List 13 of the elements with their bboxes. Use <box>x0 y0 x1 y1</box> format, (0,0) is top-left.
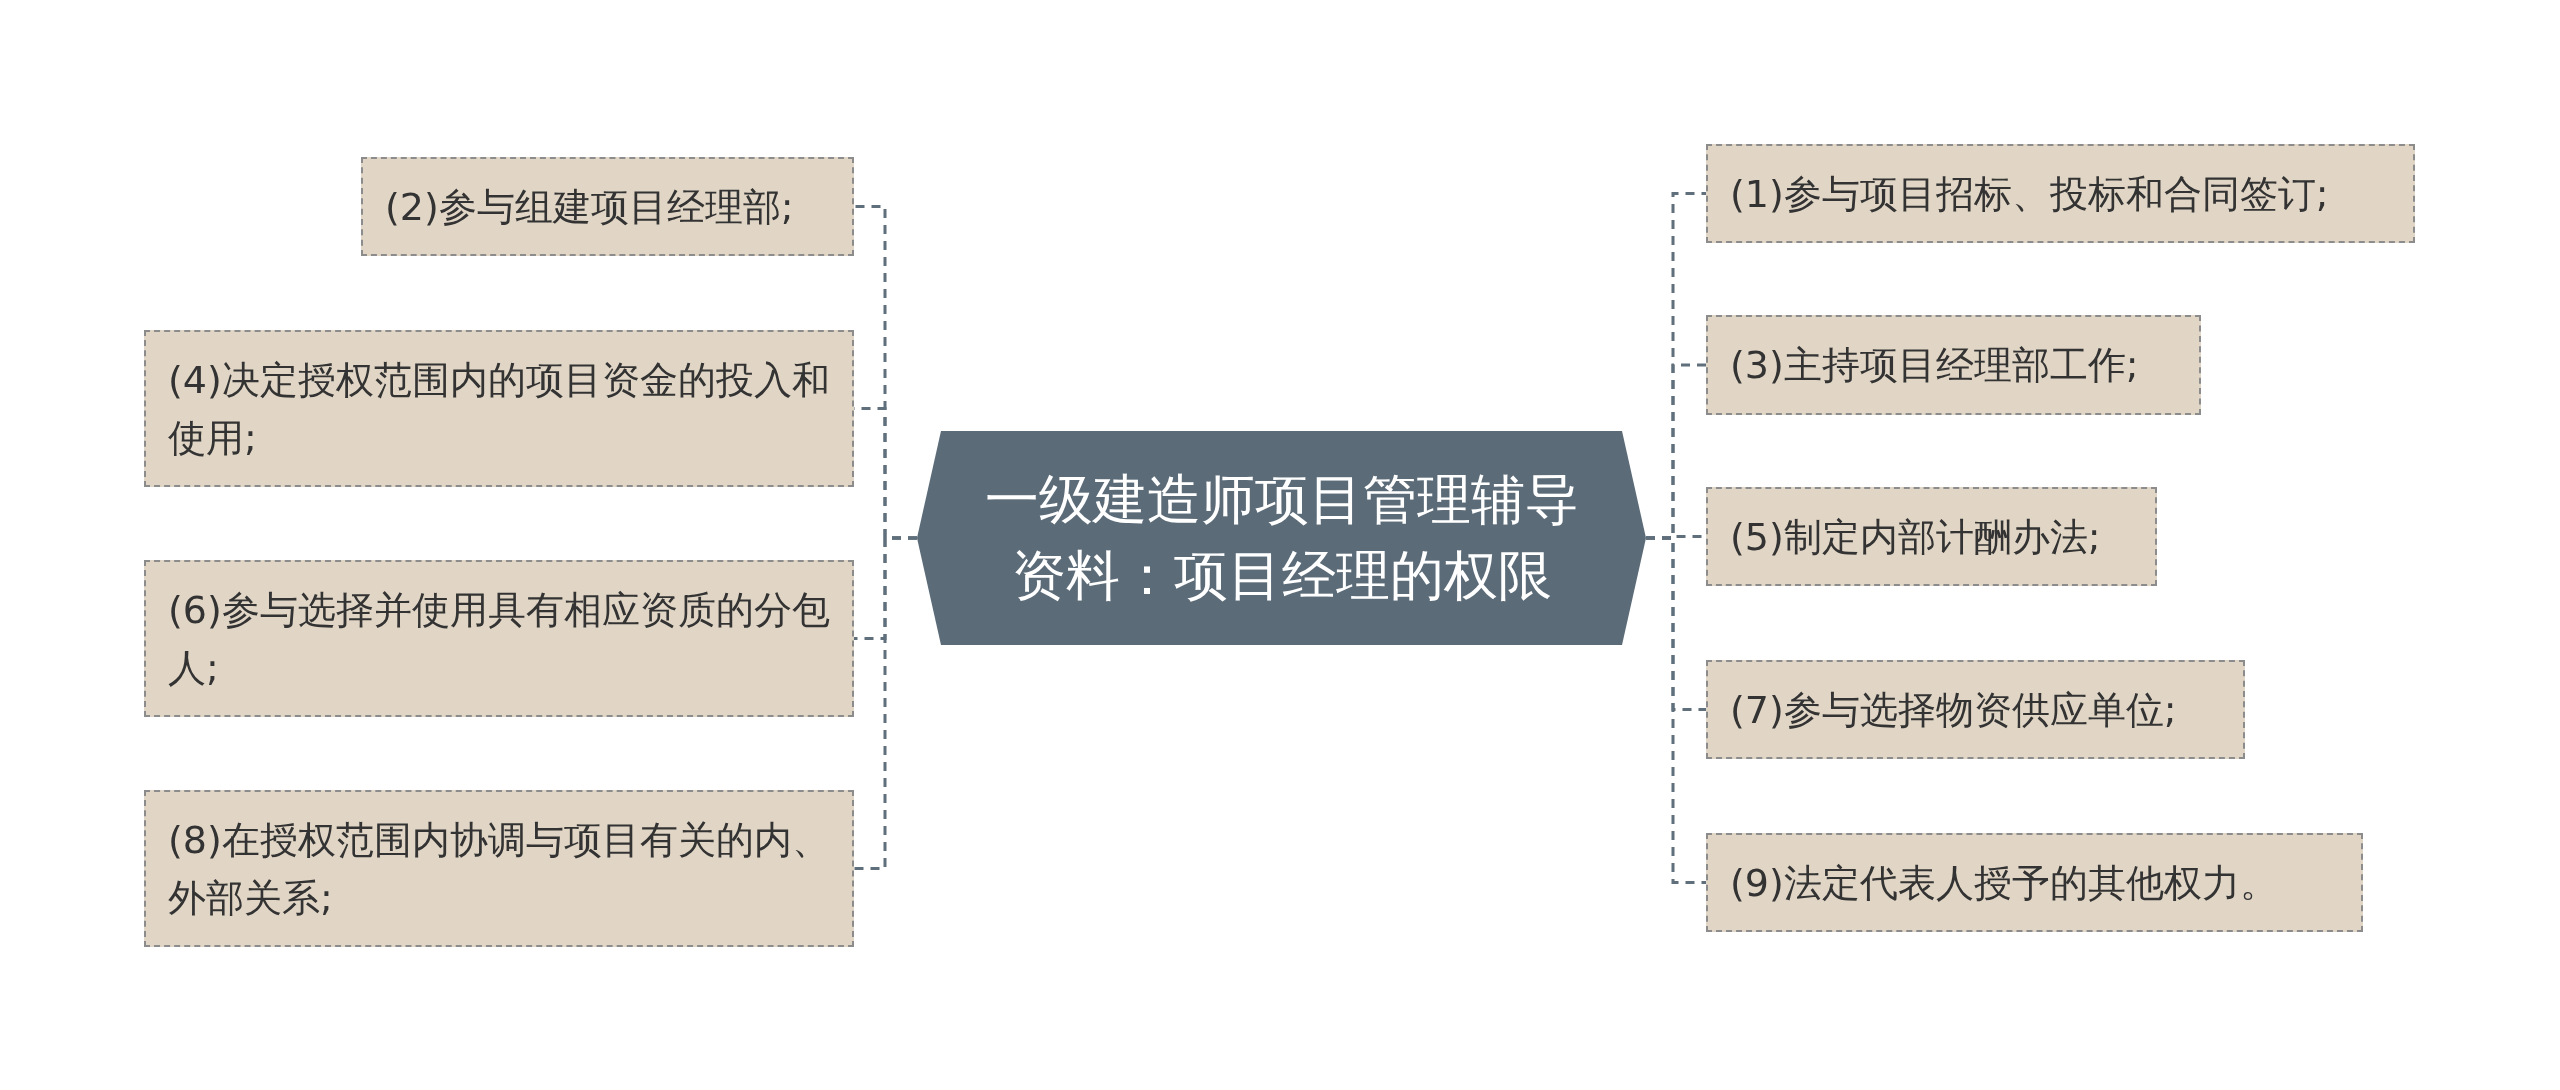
topic-box: (2)参与组建项目经理部; <box>361 157 854 256</box>
topic-box: (9)法定代表人授予的其他权力。 <box>1706 833 2363 932</box>
connector-line <box>854 536 917 870</box>
topic-box: (5)制定内部计酬办法; <box>1706 487 2157 586</box>
topic-box: (6)参与选择并使用具有相应资质的分包人; <box>144 560 854 717</box>
central-topic-hexagon <box>917 431 1646 645</box>
topic-title: 一级建造师项目管理辅导资料：项目经理的权限 <box>983 467 1580 609</box>
topic-box: (8)在授权范围内协调与项目有关的内、外部关系; <box>144 790 854 947</box>
topic-box: (4)决定授权范围内的项目资金的投入和使用; <box>144 330 854 487</box>
topic-box: (7)参与选择物资供应单位; <box>1706 660 2245 759</box>
topic-box: (1)参与项目招标、投标和合同签订; <box>1706 144 2415 243</box>
topic-box: (3)主持项目经理部工作; <box>1706 315 2201 415</box>
connector-line <box>1646 536 1706 884</box>
